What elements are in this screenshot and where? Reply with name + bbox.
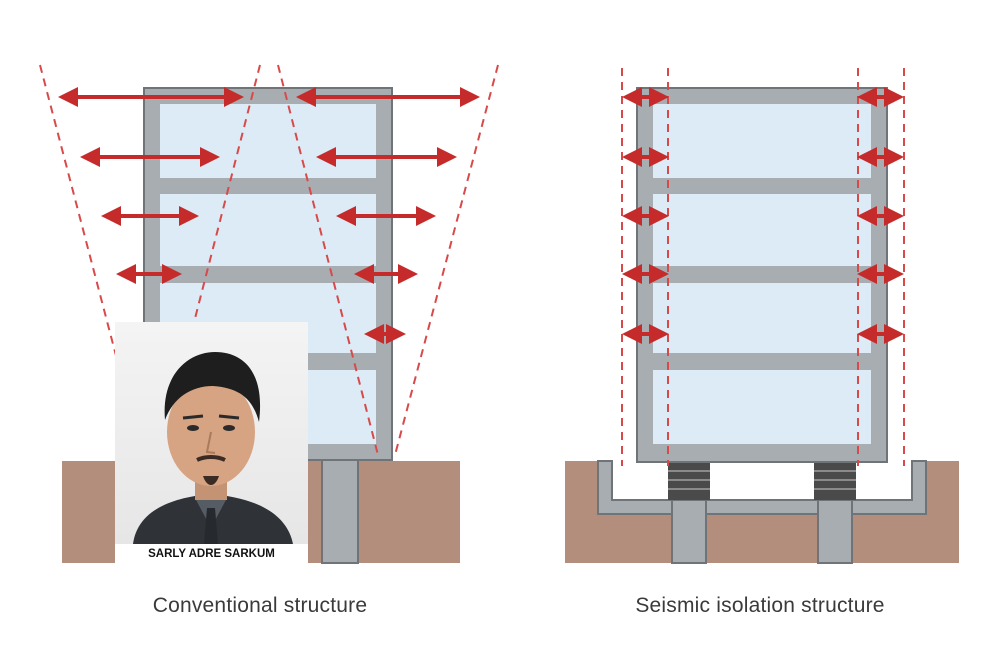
window [653, 194, 871, 266]
seismic-isolation-structure-label: Seismic isolation structure [635, 594, 885, 617]
author-photo-card: SARLY ADRE SARKUM [115, 322, 308, 577]
window [653, 283, 871, 353]
window [160, 194, 376, 266]
window [653, 370, 871, 444]
window [160, 104, 376, 178]
deformation-lines [39, 64, 499, 456]
seismic-isolation-structure-diagram [565, 68, 959, 564]
conventional-structure-diagram [39, 64, 499, 564]
isolation-pit [597, 460, 927, 515]
isolator-bearing [814, 462, 856, 500]
isolator-bearing [668, 462, 710, 500]
photo-caption: SARLY ADRE SARKUM [148, 548, 275, 560]
window [653, 104, 871, 178]
foundation-pier [321, 459, 359, 564]
foundation-pier [817, 499, 853, 564]
author-portrait [115, 322, 308, 544]
sway-arrows [622, 87, 904, 344]
sway-arrows [58, 87, 480, 344]
foundation-pier [671, 499, 707, 564]
conventional-structure-label: Conventional structure [152, 594, 368, 617]
